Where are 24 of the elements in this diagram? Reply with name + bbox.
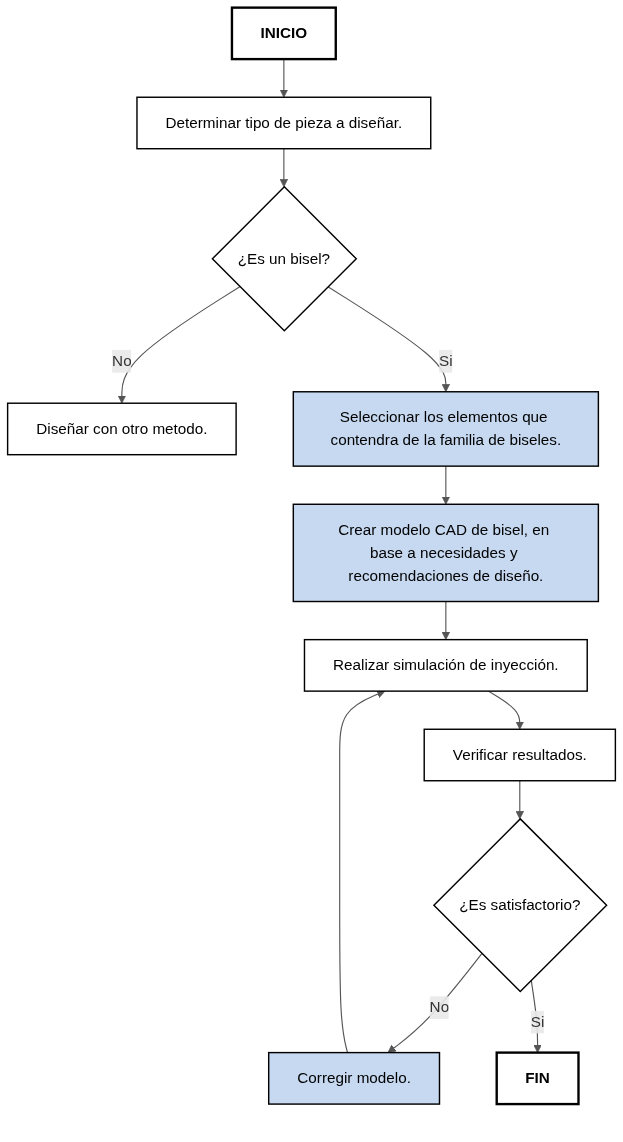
edge-label: Si: [439, 352, 453, 369]
node-box: FIN: [495, 1051, 580, 1106]
node-box: Realizar simulación de inyección.: [303, 638, 588, 692]
node-box: Diseñar con otro metodo.: [6, 402, 237, 456]
arrow: [117, 286, 241, 404]
node-box: Crear modelo CAD de bisel, en base a necesidades y recomendaciones de diseño.: [292, 503, 600, 603]
node-diamond: ¿Es satisfactorio?: [432, 817, 608, 993]
edge-label: No: [112, 352, 132, 369]
arrow: [279, 148, 289, 188]
arrow: [441, 465, 451, 505]
edge-label: Si: [530, 1013, 545, 1030]
node-box: Verificar resultados.: [423, 728, 617, 782]
arrow: [327, 286, 451, 393]
node-box: INICIO: [230, 6, 337, 61]
node-box: Seleccionar los elementos que contendra de la familia de biseles.: [292, 391, 600, 467]
arrow: [339, 690, 386, 1054]
arrow: [515, 780, 524, 820]
arrow: [441, 600, 451, 641]
edge-label: No: [429, 999, 450, 1016]
node-diamond: ¿Es un bisel?: [211, 185, 358, 332]
node-box: Corregir modelo.: [268, 1051, 441, 1105]
arrow: [487, 690, 524, 730]
arrow: [387, 953, 483, 1053]
node-box: Determinar tipo de pieza a diseñar.: [136, 96, 432, 150]
